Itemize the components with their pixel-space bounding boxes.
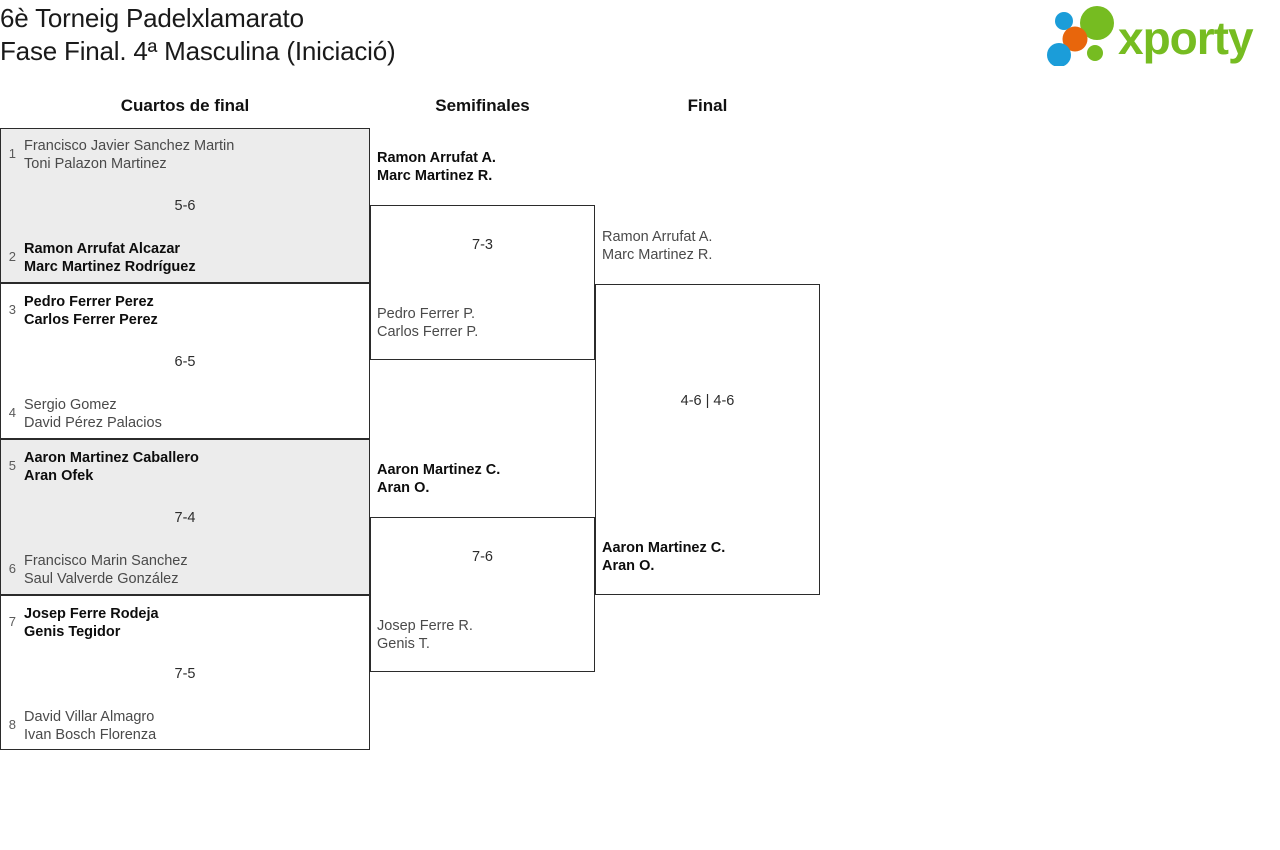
- page-title: 6è Torneig Padelxlamarato Fase Final. 4ª…: [0, 0, 900, 68]
- column-header-final: Final: [687, 96, 728, 115]
- tournament-category: Fase Final. 4ª Masculina (Iniciació): [0, 36, 396, 66]
- seed-qf3-top: 5: [8, 458, 16, 473]
- team-qf3-top: Aaron Martinez Caballero Aran Ofek: [24, 450, 199, 484]
- team-sf2-bottom: Josep Ferre R. Genis T.: [377, 618, 473, 652]
- team-qf2-bottom: Sergio Gomez David Pérez Palacios: [24, 397, 162, 431]
- team-qf4-bottom: David Villar Almagro Ivan Bosch Florenza: [24, 709, 157, 743]
- score-qf-3: 7-4: [174, 510, 196, 526]
- team-qf1-top: Francisco Javier Sanchez Martin Toni Pal…: [24, 138, 235, 172]
- score-qf-4: 7-5: [174, 666, 196, 682]
- team-qf4-top: Josep Ferre Rodeja Genis Tegidor: [24, 606, 159, 640]
- team-qf2-top: Pedro Ferrer Perez Carlos Ferrer Perez: [24, 294, 158, 328]
- seed-qf4-top: 7: [8, 614, 16, 629]
- score-sf-1: 7-3: [472, 237, 493, 253]
- score-sf-2: 7-6: [472, 549, 493, 565]
- seed-qf1-bottom: 2: [8, 249, 16, 264]
- team-sf2-top: Aaron Martinez C. Aran O.: [377, 462, 501, 496]
- column-header-quarterfinals: Cuartos de final: [120, 96, 250, 115]
- team-qf1-bottom: Ramon Arrufat Alcazar Marc Martinez Rodr…: [24, 241, 196, 275]
- team-qf3-bottom: Francisco Marin Sanchez Saul Valverde Go…: [24, 553, 188, 587]
- seed-qf2-top: 3: [8, 302, 16, 317]
- match-box-sf-2[interactable]: [370, 517, 595, 672]
- logo-dot-green-large: [1080, 6, 1114, 40]
- svg-text:xporty: xporty: [1118, 12, 1254, 64]
- match-box-sf-1[interactable]: [370, 205, 595, 360]
- column-header-semifinals: Semifinales: [435, 96, 530, 115]
- team-sf1-top: Ramon Arrufat A. Marc Martinez R.: [377, 150, 496, 184]
- match-box-final[interactable]: [595, 284, 820, 595]
- seed-qf1-top: 1: [8, 146, 16, 161]
- logo-dot-blue-top: [1055, 12, 1073, 30]
- logo-dot-blue-bottom: [1047, 43, 1071, 66]
- score-final: 4-6 | 4-6: [680, 393, 735, 409]
- seed-qf4-bottom: 8: [8, 717, 16, 732]
- seed-qf2-bottom: 4: [8, 405, 16, 420]
- match-box-qf-1[interactable]: [0, 128, 370, 283]
- score-qf-2: 6-5: [174, 354, 196, 370]
- match-box-qf-3[interactable]: [0, 439, 370, 595]
- match-box-qf-4[interactable]: [0, 595, 370, 750]
- tournament-name: 6è Torneig Padelxlamarato: [0, 3, 304, 33]
- seed-qf3-bottom: 6: [8, 561, 16, 576]
- team-sf1-bottom: Pedro Ferrer P. Carlos Ferrer P.: [377, 306, 479, 340]
- team-final-bottom: Aaron Martinez C. Aran O.: [602, 540, 726, 574]
- xporty-logo[interactable]: xporty: [1042, 6, 1274, 66]
- logo-dot-orange: [1062, 26, 1088, 52]
- logo-dot-green-small: [1087, 45, 1103, 61]
- score-qf-1: 5-6: [174, 198, 196, 214]
- match-box-qf-2[interactable]: [0, 283, 370, 439]
- team-final-top: Ramon Arrufat A. Marc Martinez R.: [602, 229, 713, 263]
